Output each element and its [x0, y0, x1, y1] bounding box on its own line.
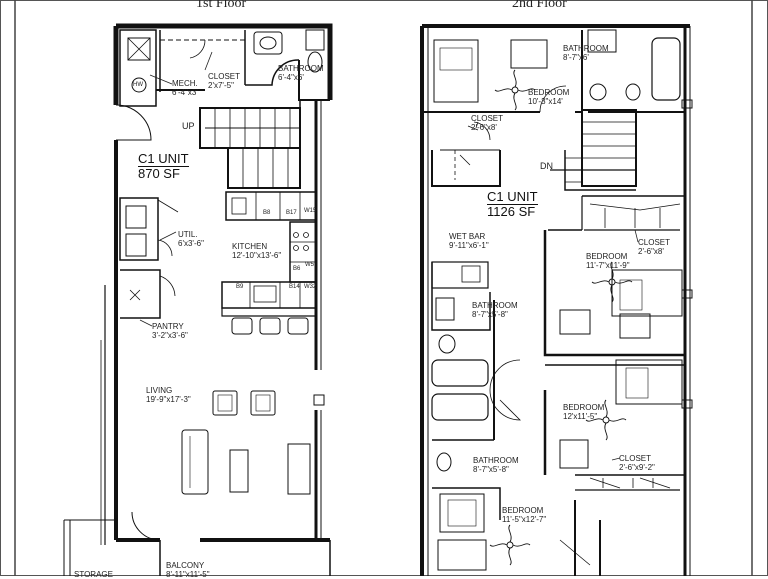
hw-label: HW — [133, 82, 143, 88]
room-dims: 8'-11"x11'-5" — [166, 570, 210, 579]
second-floor-unit-label: C1 UNIT 1126 SF — [487, 190, 538, 219]
room-name: BEDROOM — [563, 403, 605, 412]
first-floor-unit-label: C1 UNIT 870 SF — [138, 152, 189, 181]
room-name: BEDROOM — [502, 506, 544, 515]
room-dims: 8'-7"x5'-8" — [472, 310, 508, 319]
room-name: PANTRY — [152, 322, 184, 331]
second-floor-header: 2nd Floor — [512, 0, 567, 11]
pantry-label: PANTRY 3'-2"x3'-6" — [152, 322, 188, 340]
storage-label: STORAGE — [74, 570, 113, 579]
bedroom-mid-label: BEDROOM 12'x11'-5" — [563, 403, 604, 421]
room-name: BATHROOM — [472, 301, 518, 310]
kitchen-label: KITCHEN 12'-10"x13'-6" — [232, 242, 281, 260]
bathroom-low-label: BATHROOM 8'-7"x5'-8" — [473, 456, 519, 474]
cabinet-code: W32 — [304, 284, 317, 290]
room-name: BATHROOM — [473, 456, 519, 465]
unit-area: 1126 SF — [487, 204, 538, 219]
room-dims: 8'-7"x6' — [563, 53, 589, 62]
cabinet-code: W15 — [304, 208, 317, 214]
wet-bar-label: WET BAR 9'-11"x6'-1" — [449, 232, 489, 250]
cabinet-code: B17 — [286, 210, 297, 216]
room-name: LIVING — [146, 386, 173, 395]
room-dims: 8'-7"x5'-8" — [473, 465, 509, 474]
room-dims: 6'x3'-6" — [178, 239, 204, 248]
room-name: BATHROOM — [563, 44, 609, 53]
room-dims: 11'-5"x12'-7" — [502, 515, 547, 524]
room-name: BATHROOM — [278, 64, 324, 73]
room-dims: 2'-6"x8' — [471, 123, 497, 132]
unit-name: C1 UNIT — [487, 189, 538, 204]
room-name: WET BAR — [449, 232, 486, 241]
room-dims: 6'-4"x6' — [278, 73, 304, 82]
up-label: UP — [182, 121, 195, 131]
room-dims: 3'-2"x3'-6" — [152, 331, 188, 340]
room-dims: 19'-9"x17'-3" — [146, 395, 191, 404]
cabinet-code: B6 — [293, 266, 301, 272]
second-floor-plan — [420, 24, 693, 576]
room-name: BEDROOM — [586, 252, 628, 261]
room-name: MECH. — [172, 79, 198, 88]
first-floor-plan — [63, 23, 333, 576]
room-dims: 2'-6"x8' — [638, 247, 664, 256]
cabinet-code: B9 — [236, 284, 244, 290]
room-name: KITCHEN — [232, 242, 268, 251]
closet-label: CLOSET 2'x7'-5" — [208, 72, 240, 90]
room-name: CLOSET — [619, 454, 652, 463]
room-name: BEDROOM — [528, 88, 570, 97]
bedroom-right-label: BEDROOM 11'-7"x11'-9" — [586, 252, 630, 270]
closet-mid-label: CLOSET 2'-6"x9'-2" — [619, 454, 655, 472]
first-floor-header: 1st Floor — [196, 0, 247, 11]
cabinet-code: B14 — [289, 284, 300, 290]
room-dims: 2'-6"x9'-2" — [619, 463, 655, 472]
balcony-label: BALCONY 8'-11"x11'-5" — [166, 561, 210, 579]
utility-label: UTIL. 6'x3'-6" — [178, 230, 204, 248]
closet-right-label: CLOSET 2'-6"x8' — [638, 238, 670, 256]
closet-top-label: CLOSET 2'-6"x8' — [471, 114, 503, 132]
room-name: CLOSET — [638, 238, 671, 247]
dn-label: DN — [540, 161, 553, 171]
leader-lines — [139, 51, 639, 461]
bathroom-label: BATHROOM 6'-4"x6' — [278, 64, 324, 82]
unit-area: 870 SF — [138, 166, 189, 181]
bathroom-top-label: BATHROOM 8'-7"x6' — [563, 44, 609, 62]
bathroom-mid-label: BATHROOM 8'-7"x5'-8" — [472, 301, 518, 319]
room-name: CLOSET — [471, 114, 504, 123]
room-dims: 12'x11'-5" — [563, 412, 598, 421]
room-dims: 11'-7"x11'-9" — [586, 261, 630, 270]
bedroom-low-label: BEDROOM 11'-5"x12'-7" — [502, 506, 546, 524]
cabinet-code: W5 — [305, 262, 314, 268]
room-dims: 12'-10"x13'-6" — [232, 251, 282, 260]
mech-room-label: MECH. 6'-4"x3' — [172, 79, 198, 97]
room-dims: 9'-11"x6'-1" — [449, 241, 489, 250]
room-name: UTIL. — [178, 230, 198, 239]
living-label: LIVING 19'-9"x17'-3" — [146, 386, 191, 404]
cabinet-code: B8 — [263, 210, 271, 216]
bedroom-top-label: BEDROOM 10'-3"x14' — [528, 88, 569, 106]
room-dims: 6'-4"x3' — [172, 88, 198, 97]
room-dims: 10'-3"x14' — [528, 97, 563, 106]
room-name: BALCONY — [166, 561, 205, 570]
room-dims: 2'x7'-5" — [208, 81, 234, 90]
room-name: CLOSET — [208, 72, 241, 81]
unit-name: C1 UNIT — [138, 151, 189, 166]
